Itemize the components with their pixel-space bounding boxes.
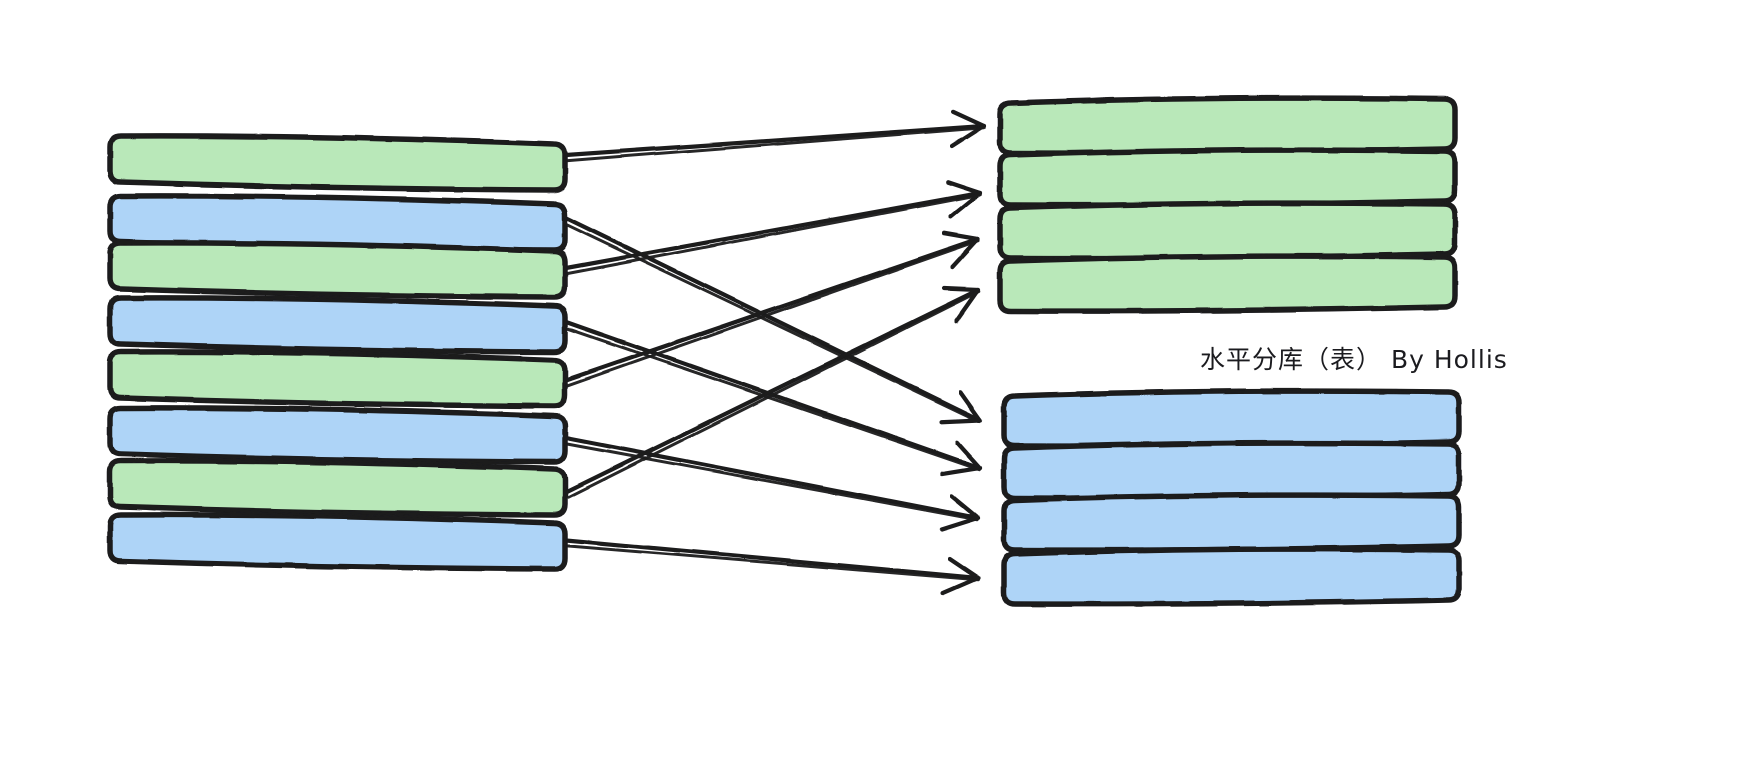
green-shard-stack bbox=[997, 95, 1458, 314]
diagram-caption: 水平分库（表） By Hollis bbox=[1200, 345, 1508, 374]
source-slab-src-6 bbox=[107, 405, 568, 465]
source-database-stack bbox=[107, 133, 568, 572]
connection-arrow bbox=[563, 180, 983, 276]
target-slab-tgt-g4 bbox=[997, 253, 1458, 314]
connection-arrow bbox=[563, 286, 981, 499]
source-slab-src-8 bbox=[107, 512, 568, 572]
source-slab-src-3 bbox=[107, 240, 568, 300]
source-slab-src-4 bbox=[107, 295, 568, 355]
target-slab-tgt-b3 bbox=[1001, 492, 1462, 553]
connection-arrow bbox=[563, 109, 987, 163]
connection-edges bbox=[561, 109, 987, 596]
source-slab-src-7 bbox=[107, 458, 568, 518]
target-shard-stacks bbox=[997, 95, 1462, 607]
target-slab-tgt-g2 bbox=[997, 147, 1458, 208]
target-slab-tgt-g3 bbox=[997, 200, 1458, 261]
target-slab-tgt-b1 bbox=[1001, 388, 1462, 449]
target-slab-tgt-b4 bbox=[1001, 546, 1462, 607]
connection-arrow bbox=[563, 435, 981, 532]
connection-arrow bbox=[563, 537, 981, 596]
source-slab-src-5 bbox=[107, 349, 568, 409]
connection-arrow bbox=[563, 231, 981, 387]
target-slab-tgt-b2 bbox=[1001, 440, 1462, 501]
source-slab-src-1 bbox=[107, 133, 568, 193]
target-slab-tgt-g1 bbox=[997, 95, 1458, 156]
blue-shard-stack bbox=[1001, 388, 1462, 607]
